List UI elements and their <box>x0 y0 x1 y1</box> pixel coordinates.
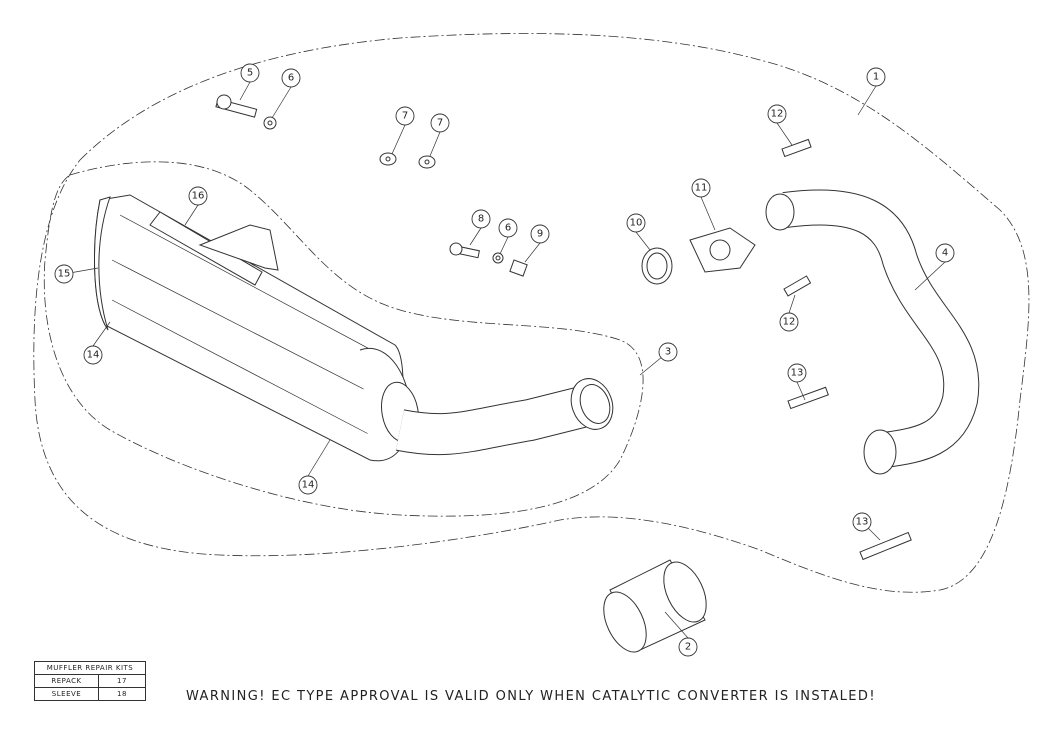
svg-text:6: 6 <box>288 73 294 84</box>
svg-text:5: 5 <box>247 68 253 79</box>
callout-9: 9 <box>530 224 550 244</box>
svg-text:3: 3 <box>665 347 671 358</box>
svg-text:6: 6 <box>505 223 511 234</box>
callout-6: 6 <box>281 68 301 88</box>
small-parts <box>215 94 912 561</box>
outer-group-outline <box>33 33 1030 593</box>
callout-7: 7 <box>395 106 415 126</box>
svg-text:16: 16 <box>192 191 205 202</box>
header-pipe <box>765 189 980 475</box>
svg-text:11: 11 <box>695 183 708 194</box>
svg-text:14: 14 <box>302 480 315 491</box>
table-row: REPACK 17 <box>34 674 146 688</box>
callout-4: 4 <box>935 243 955 263</box>
callout-6: 6 <box>498 218 518 238</box>
kit-number: 17 <box>98 674 146 688</box>
callout-2: 2 <box>678 637 698 657</box>
callout-15: 15 <box>54 264 74 284</box>
muffler-link-pipe <box>395 378 614 456</box>
kit-number: 18 <box>98 687 146 701</box>
callout-10: 10 <box>626 213 646 233</box>
callout-8: 8 <box>471 209 491 229</box>
repair-kits-table: MUFFLER REPAIR KITS REPACK 17 SLEEVE 18 <box>34 661 146 701</box>
callout-3: 3 <box>658 342 678 362</box>
svg-text:12: 12 <box>771 109 784 120</box>
kit-name: SLEEVE <box>34 687 99 701</box>
svg-text:14: 14 <box>87 350 100 361</box>
svg-text:7: 7 <box>402 111 408 122</box>
svg-text:9: 9 <box>537 229 543 240</box>
callout-5: 5 <box>240 63 260 83</box>
callout-12: 12 <box>767 104 787 124</box>
callout-14: 14 <box>83 345 103 365</box>
callout-16: 16 <box>188 186 208 206</box>
muffler-group-outline <box>43 161 644 517</box>
svg-text:12: 12 <box>783 317 796 328</box>
svg-text:2: 2 <box>685 642 691 653</box>
callouts: 1 5 6 7 7 12 16 11 10 8 6 9 4 15 12 14 3… <box>54 63 955 657</box>
callout-13: 13 <box>852 512 872 532</box>
table-row: SLEEVE 18 <box>34 687 146 701</box>
callout-13: 13 <box>787 363 807 383</box>
catalytic-sleeve <box>603 559 707 653</box>
svg-text:15: 15 <box>58 269 71 280</box>
svg-text:8: 8 <box>478 214 484 225</box>
callout-11: 11 <box>691 178 711 198</box>
kit-name: REPACK <box>34 674 99 688</box>
svg-text:13: 13 <box>856 517 869 528</box>
leader-lines <box>63 81 946 639</box>
svg-text:10: 10 <box>630 218 643 229</box>
callout-1: 1 <box>866 67 886 87</box>
svg-text:7: 7 <box>437 118 443 129</box>
svg-text:13: 13 <box>791 368 804 379</box>
callout-7: 7 <box>430 113 450 133</box>
callout-14: 14 <box>298 475 318 495</box>
callout-12: 12 <box>779 312 799 332</box>
warning-text: WARNING! EC TYPE APPROVAL IS VALID ONLY … <box>186 689 876 704</box>
svg-text:1: 1 <box>873 72 879 83</box>
svg-text:4: 4 <box>942 248 948 259</box>
muffler: AKRAPOVIC <box>94 194 419 462</box>
repair-kits-title: MUFFLER REPAIR KITS <box>34 661 146 675</box>
